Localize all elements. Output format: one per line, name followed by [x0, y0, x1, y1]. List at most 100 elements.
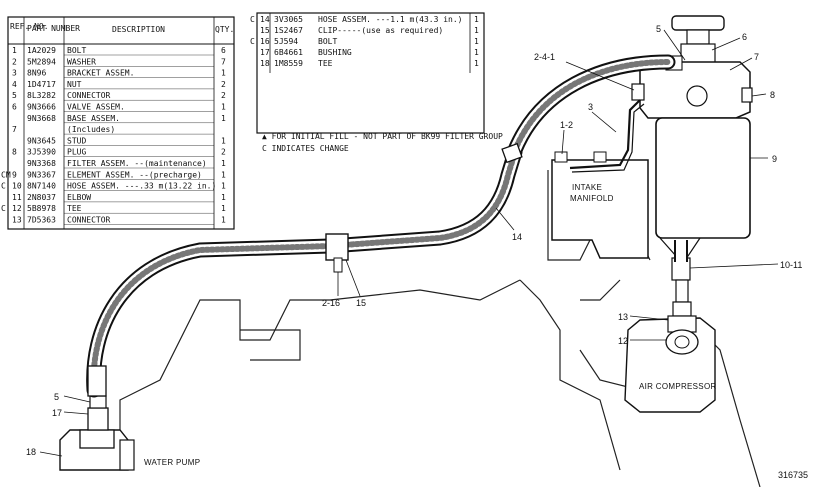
row-ref: 4 — [12, 80, 17, 89]
table-row: 9N3645 STUD 1 — [27, 136, 226, 146]
row-qty: 1 — [221, 159, 226, 168]
row-qty: 1 — [474, 15, 479, 24]
figure-number: 316735 — [778, 470, 808, 480]
row-description: BUSHING — [318, 48, 352, 57]
row-qty: 1 — [474, 26, 479, 35]
row-description: BOLT — [67, 46, 86, 55]
row-ref: 12 — [12, 204, 22, 213]
row-qty: 1 — [221, 182, 226, 191]
row-ref: 13 — [12, 216, 22, 225]
row-part-number: 1A2029 — [27, 46, 56, 55]
row-description: TEE — [67, 204, 82, 213]
row-ref: 16 — [260, 37, 270, 46]
row-ref: 2 — [12, 57, 17, 66]
callout-14: 14 — [512, 232, 522, 242]
table-row: 6 9N3666 VALVE ASSEM. 1 — [12, 103, 226, 112]
row-part-number: 3V3065 — [274, 15, 303, 24]
row-ref: 7 — [12, 125, 17, 134]
row-description: VALVE ASSEM. — [67, 103, 125, 112]
row-description: PLUG — [67, 148, 86, 157]
table-row: 2 5M2894 WASHER 7 — [12, 57, 226, 67]
row-part-number: 9N3645 — [27, 136, 56, 145]
row-qty: 1 — [221, 136, 226, 145]
row-description: WASHER — [67, 57, 96, 66]
row-mark: C — [250, 37, 255, 46]
water-pump: WATER PUMP — [59, 395, 200, 471]
row-description: HOSE ASSEM. ---1.1 m(43.3 in.) — [318, 15, 463, 24]
row-ref: 6 — [12, 103, 17, 112]
row-qty: 6 — [221, 46, 226, 55]
row-part-number: 9N3368 — [27, 159, 56, 168]
row-part-number: 1S2467 — [274, 26, 303, 35]
hose-14 — [86, 144, 523, 398]
row-description: BOLT — [318, 37, 337, 46]
row-qty: 1 — [221, 193, 226, 202]
row-qty: 2 — [221, 91, 226, 100]
row-description: STUD — [67, 136, 86, 145]
row-description: CONNECTOR — [67, 216, 111, 225]
row-part-number: 1M8559 — [274, 59, 303, 68]
header-desc: DESCRIPTION — [112, 25, 165, 34]
hose-end-lower — [87, 365, 107, 397]
row-part-number: 5B8978 — [27, 204, 56, 213]
callout-2-16: 2-16 — [322, 298, 340, 308]
header-part: PART NUMBER — [27, 24, 80, 33]
row-qty: 1 — [221, 204, 226, 213]
callout-10-11: 10-11 — [780, 260, 802, 270]
row-description: (Includes) — [67, 125, 115, 134]
callout-5-top: 5 — [656, 24, 661, 34]
engine-outline — [119, 170, 761, 487]
row-description: CONNECTOR — [67, 91, 111, 100]
intake-label-line1: INTAKE — [572, 183, 602, 192]
callout-12: 12 — [618, 336, 628, 346]
row-mark: CM — [1, 170, 11, 179]
row-ref: 11 — [12, 193, 22, 202]
row-mark: C — [250, 15, 255, 24]
callout-8: 8 — [770, 90, 775, 100]
callout-5-bottom: 5 — [54, 392, 59, 402]
row-ref: 15 — [260, 26, 270, 35]
row-qty: 1 — [474, 37, 479, 46]
hose-joint-middle — [501, 142, 523, 164]
callout-15: 15 — [356, 298, 366, 308]
row-ref: 10 — [12, 182, 22, 191]
air-compressor-label: AIR COMPRESSOR — [639, 382, 717, 391]
row-description: FILTER ASSEM. --(maintenance) — [67, 159, 207, 168]
row-ref: 18 — [260, 59, 270, 68]
row-part-number: 5M2894 — [27, 57, 56, 66]
row-qty: 1 — [221, 170, 226, 179]
callout-18: 18 — [26, 447, 36, 457]
row-description: ELBOW — [67, 193, 91, 202]
row-qty: 1 — [474, 48, 479, 57]
hose-clip — [325, 233, 349, 273]
water-pump-label: WATER PUMP — [144, 458, 200, 467]
row-description: CLIP-----(use as required) — [318, 26, 443, 35]
row-ref: 3 — [12, 69, 17, 78]
callout-3: 3 — [588, 102, 593, 112]
callout-9: 9 — [772, 154, 777, 164]
table-row: 7 (Includes) — [12, 125, 214, 135]
callout-2-4-1: 2-4-1 — [534, 52, 555, 62]
row-description: ELEMENT ASSEM. --(precharge) — [67, 170, 202, 179]
row-ref: 8 — [12, 148, 17, 157]
row-qty: 1 — [221, 114, 226, 123]
row-qty: 7 — [221, 57, 226, 66]
row-qty: 1 — [221, 103, 226, 112]
row-part-number: 9N3666 — [27, 103, 56, 112]
callout-17: 17 — [52, 408, 62, 418]
